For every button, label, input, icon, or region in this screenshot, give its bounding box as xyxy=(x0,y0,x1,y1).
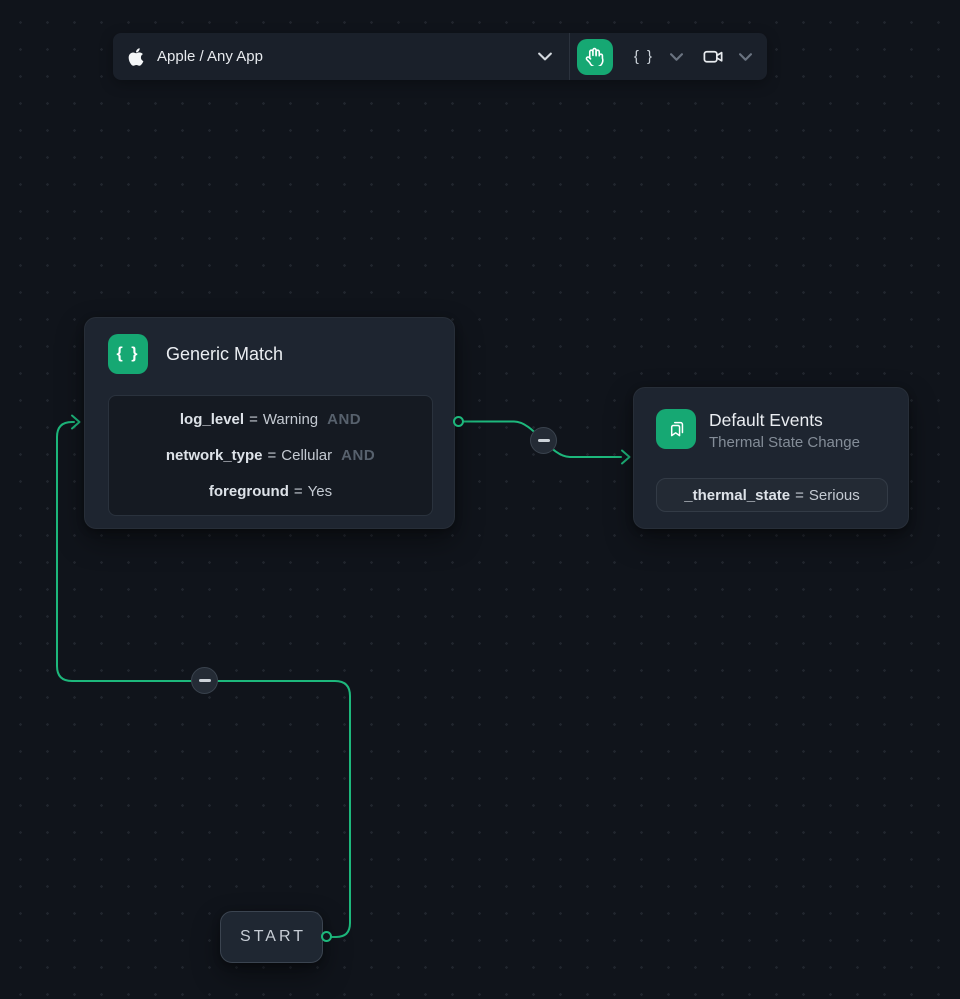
app-selector-dropdown[interactable]: Apple / Any App xyxy=(113,33,569,80)
toolbar-tools: { } xyxy=(570,33,767,80)
video-camera-icon[interactable] xyxy=(702,45,725,68)
chevron-down-icon[interactable] xyxy=(739,53,752,61)
condition-value: Serious xyxy=(809,487,860,504)
condition-operator: = xyxy=(294,483,303,500)
default-events-node[interactable]: Default Events Thermal State Change _the… xyxy=(633,387,909,529)
generic-match-output-port[interactable] xyxy=(453,416,464,427)
start-node-label: START xyxy=(237,928,306,946)
chevron-down-icon[interactable] xyxy=(670,53,683,61)
condition-operator: = xyxy=(795,487,804,504)
condition-operator: = xyxy=(249,411,258,428)
generic-match-node[interactable]: { } Generic Match log_level=WarningAND n… xyxy=(84,317,455,529)
condition-pill: _thermal_state = Serious xyxy=(656,478,888,512)
condition-row: log_level = Warning AND xyxy=(109,410,432,429)
edge-collapse-button[interactable] xyxy=(191,667,218,694)
start-output-port[interactable] xyxy=(321,931,332,942)
condition-operator: = xyxy=(268,447,277,464)
condition-conjunction: AND xyxy=(341,447,375,464)
code-view-button[interactable]: { } xyxy=(634,48,654,65)
chevron-down-icon[interactable] xyxy=(538,52,552,61)
hand-tool-button[interactable] xyxy=(577,39,613,75)
hand-icon xyxy=(585,47,604,66)
condition-value: Warning xyxy=(263,411,318,428)
condition-conjunction: AND xyxy=(327,411,361,428)
node-subtitle: Thermal State Change xyxy=(709,433,860,453)
top-toolbar: Apple / Any App { } xyxy=(113,33,767,80)
bookmarks-icon xyxy=(656,409,696,449)
braces-icon: { } xyxy=(108,334,148,374)
edge-collapse-button[interactable] xyxy=(530,427,557,454)
start-node[interactable]: START xyxy=(220,911,323,963)
arrowhead-icon xyxy=(622,451,630,464)
condition-row: network_type =Cellular AND xyxy=(109,446,432,465)
default-events-header: Default Events Thermal State Change xyxy=(656,409,890,453)
condition-value: Yes xyxy=(308,483,332,500)
apple-logo-icon xyxy=(128,47,144,67)
condition-field: network_type xyxy=(166,447,263,464)
node-title: Default Events xyxy=(709,409,860,432)
node-title: Generic Match xyxy=(166,344,283,365)
condition-field: log_level xyxy=(180,411,244,428)
generic-match-header: { } Generic Match xyxy=(108,334,431,374)
condition-value: Cellular xyxy=(281,447,332,464)
condition-row: foreground = Yes xyxy=(109,482,432,501)
arrowhead-icon xyxy=(72,416,80,429)
minus-icon xyxy=(199,679,211,682)
conditions-panel: log_level=WarningAND network_type=Cellul… xyxy=(108,395,433,516)
condition-field: foreground xyxy=(209,483,289,500)
condition-field: _thermal_state xyxy=(684,487,790,504)
minus-icon xyxy=(538,439,550,442)
app-selector-label: Apple / Any App xyxy=(157,48,538,65)
